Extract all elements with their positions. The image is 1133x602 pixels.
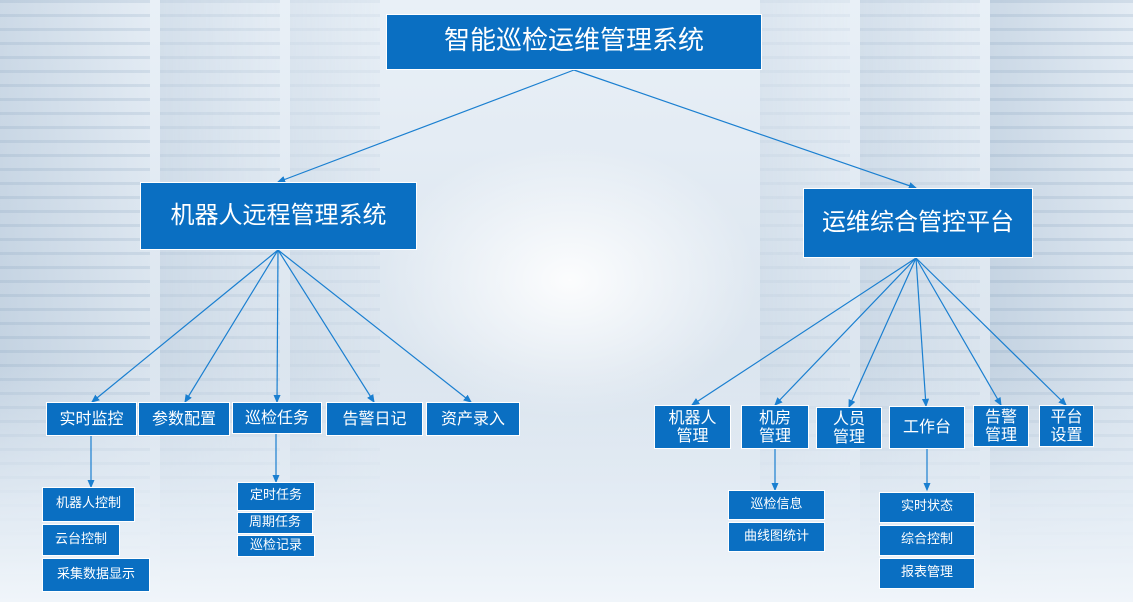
link-right-robot [690, 257, 917, 406]
link-right-alarm [915, 257, 1002, 407]
node-scheduled-task: 定时任务 [237, 482, 315, 511]
node-inspection-record: 巡检记录 [237, 535, 315, 557]
node-platform-settings: 平台 设置 [1039, 405, 1094, 447]
link-right-workbench [915, 257, 930, 408]
node-inspection-info: 巡检信息 [728, 490, 825, 520]
node-workbench: 工作台 [889, 406, 965, 449]
node-asset-entry: 资产录入 [426, 402, 520, 436]
link-root-right [573, 69, 918, 190]
node-data-display: 采集数据显示 [42, 558, 150, 592]
link-left-params [184, 249, 279, 404]
node-robot-management: 机器人 管理 [654, 405, 731, 449]
root-node: 智能巡检运维管理系统 [386, 14, 762, 70]
node-inspection-task: 巡检任务 [232, 402, 322, 434]
link-root-left [276, 69, 575, 183]
node-robot-remote-system: 机器人远程管理系统 [140, 182, 417, 250]
link-left-alarm [277, 249, 375, 404]
node-ops-platform: 运维综合管控平台 [803, 188, 1033, 258]
node-robot-control: 机器人控制 [42, 487, 135, 522]
link-right-room [774, 257, 917, 406]
node-realtime-status: 实时状态 [879, 492, 975, 523]
node-integrated-control: 综合控制 [879, 525, 975, 556]
link-right-settings [915, 257, 1067, 406]
node-alarm-management: 告警 管理 [973, 405, 1029, 447]
link-left-task [273, 249, 281, 404]
node-room-management: 机房 管理 [741, 405, 809, 449]
node-curve-statistics: 曲线图统计 [728, 522, 825, 552]
node-report-management: 报表管理 [879, 558, 975, 589]
node-alarm-log: 告警日记 [326, 402, 423, 436]
node-periodic-task: 周期任务 [237, 512, 313, 534]
node-realtime-monitor: 实时监控 [46, 402, 137, 436]
link-left-asset [277, 249, 472, 403]
node-ptz-control: 云台控制 [42, 524, 120, 556]
node-param-config: 参数配置 [138, 402, 230, 436]
link-left-monitor [91, 249, 279, 403]
node-staff-management: 人员 管理 [816, 407, 882, 449]
link-right-staff [848, 257, 917, 409]
